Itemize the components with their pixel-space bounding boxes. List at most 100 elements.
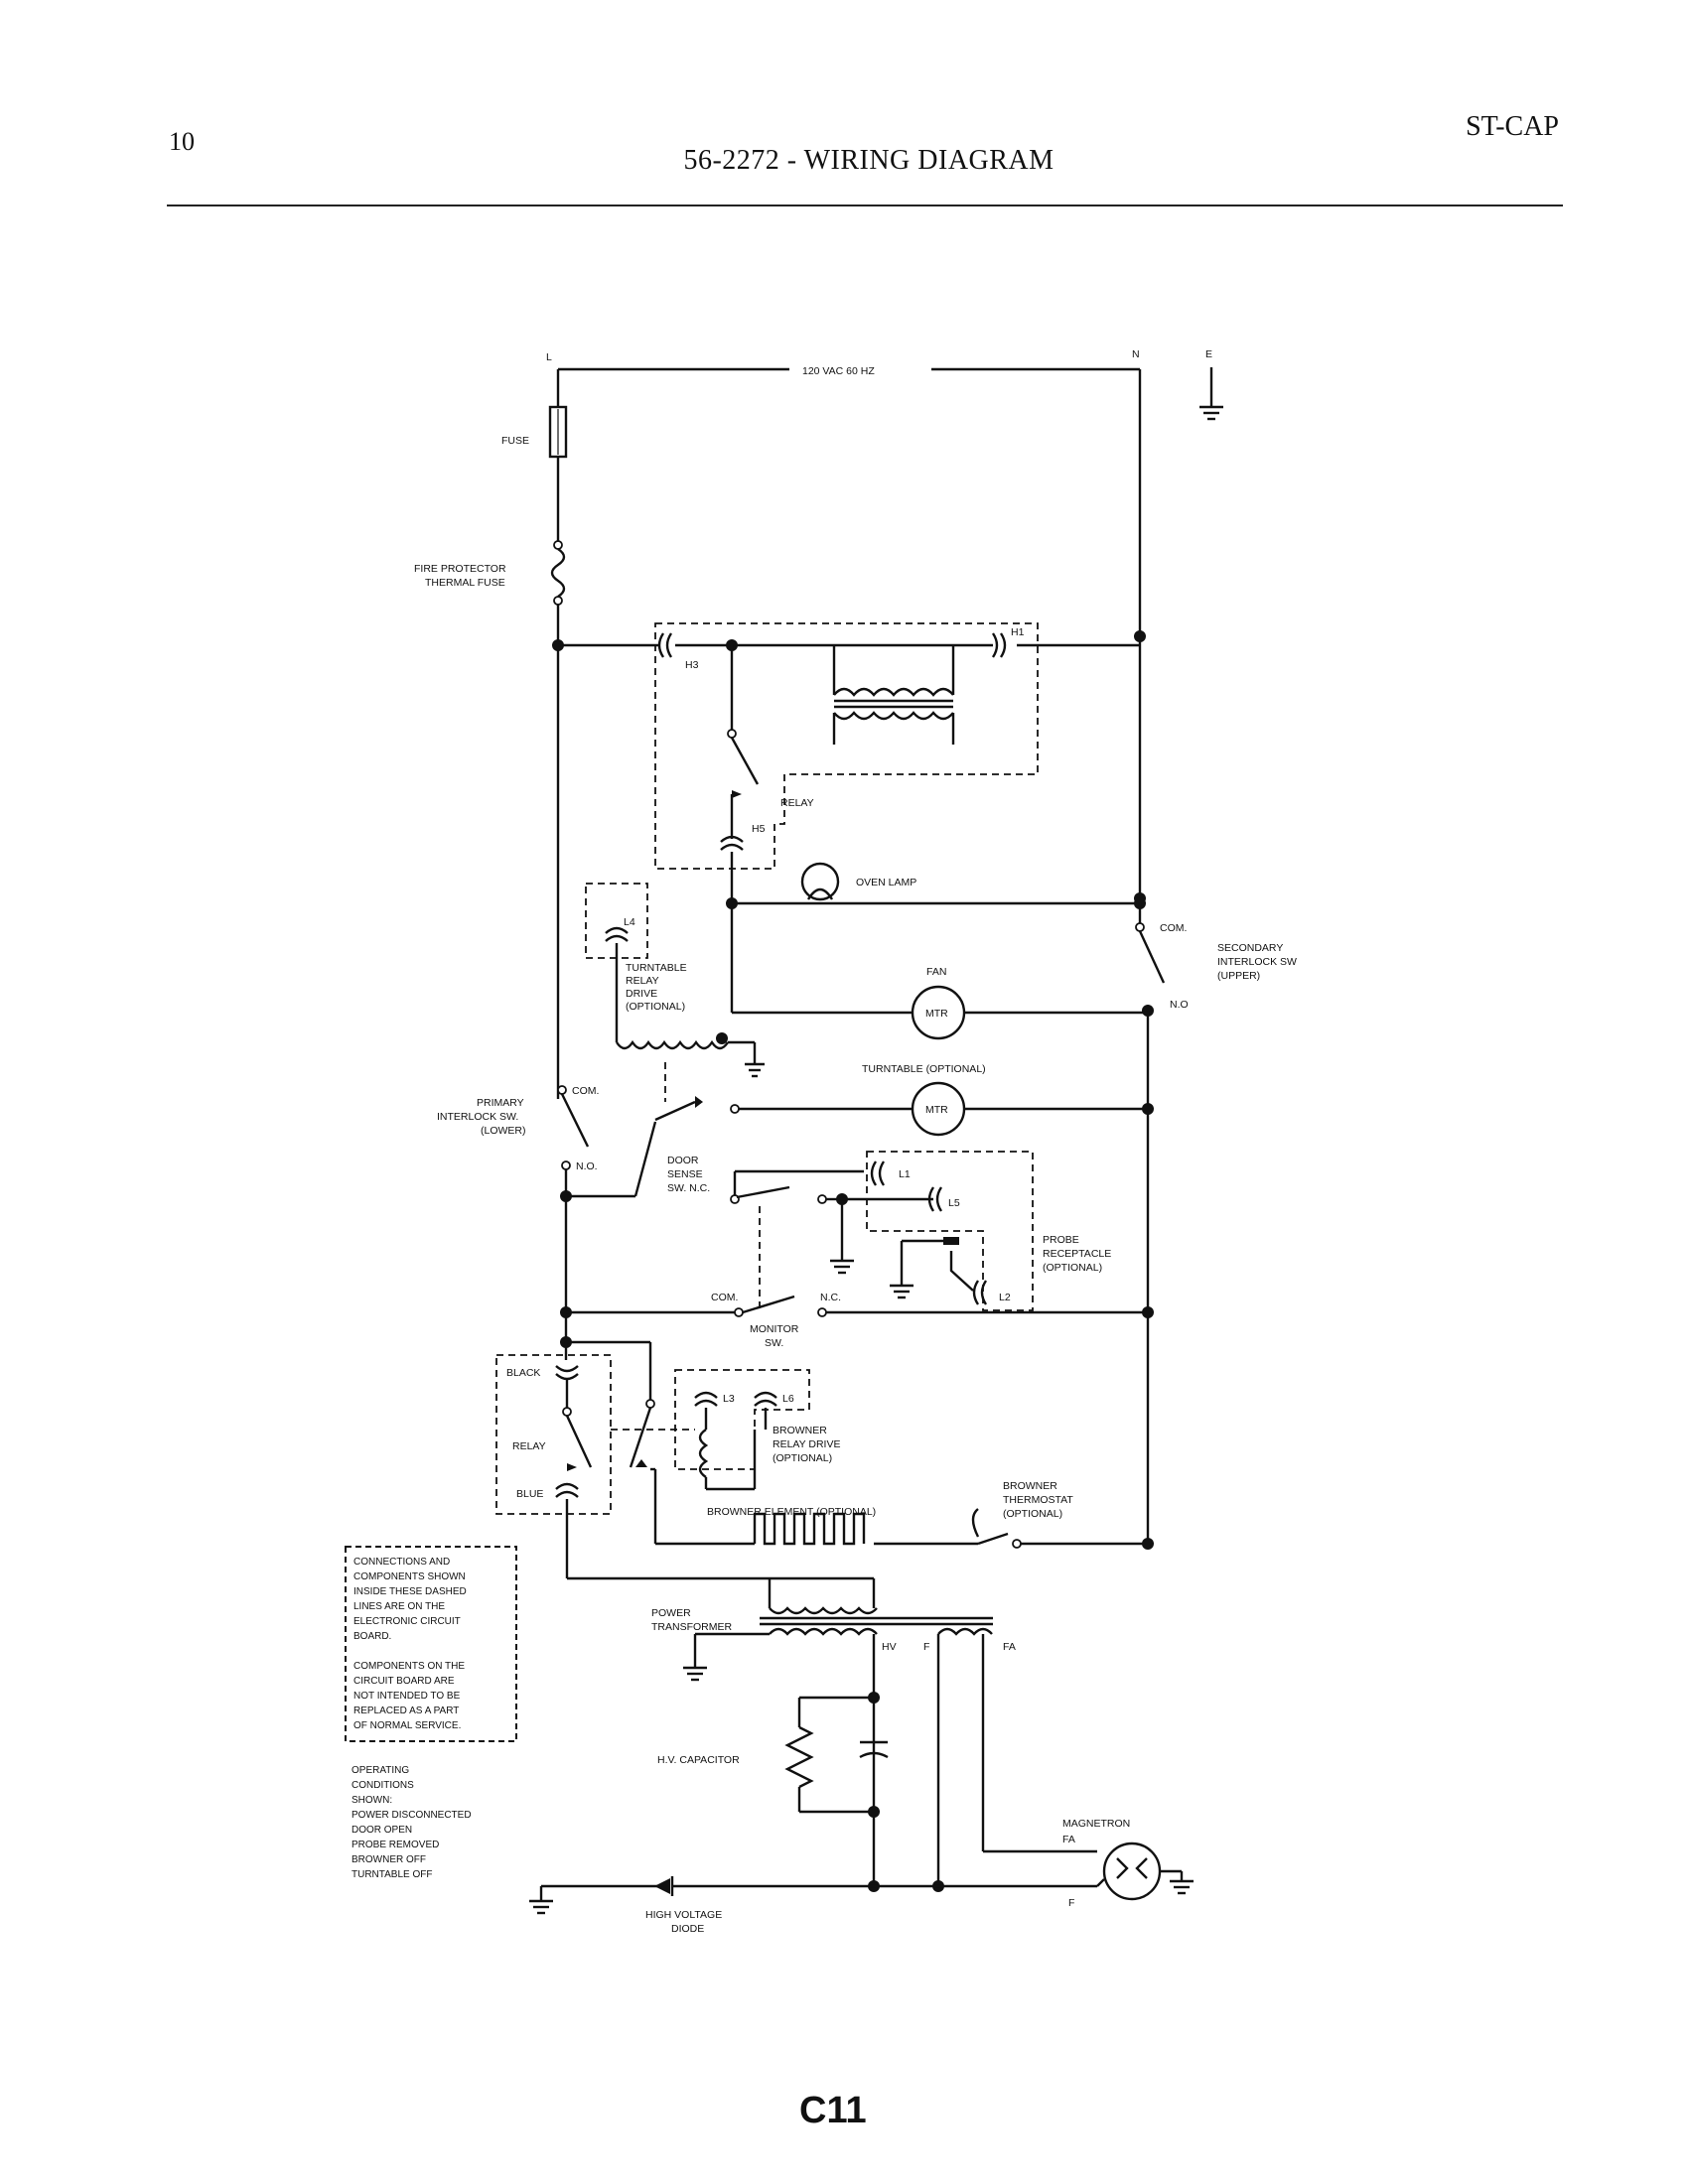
primary-label-2: INTERLOCK SW. bbox=[437, 1111, 518, 1123]
blue-label: BLUE bbox=[516, 1488, 543, 1500]
oven-lamp-icon bbox=[800, 862, 840, 901]
oven-lamp-label: OVEN LAMP bbox=[856, 877, 916, 888]
note-line: LINES ARE ON THE bbox=[353, 1601, 445, 1612]
door-label-1: DOOR bbox=[667, 1155, 699, 1166]
no-secondary-label: N.O bbox=[1170, 999, 1189, 1011]
l4-connector-icon bbox=[605, 926, 629, 942]
browner-element-icon bbox=[753, 1512, 866, 1546]
circuit-board-outline bbox=[654, 622, 1039, 870]
voltage-label: 120 VAC 60 HZ bbox=[802, 365, 875, 377]
power-transformer-filament-icon bbox=[937, 1627, 993, 1636]
h1-connector-icon bbox=[991, 632, 1007, 658]
l1-connector-icon bbox=[870, 1160, 886, 1186]
note-line: COMPONENTS ON THE bbox=[353, 1661, 465, 1672]
header-rule bbox=[167, 205, 1563, 206]
document-tag: ST-CAP bbox=[1466, 111, 1559, 142]
note-line: INSIDE THESE DASHED bbox=[353, 1586, 467, 1597]
com-monitor-label: COM. bbox=[711, 1292, 738, 1303]
page-number: 10 bbox=[169, 127, 195, 156]
operating-line: SHOWN: bbox=[352, 1795, 392, 1806]
black-connector-icon bbox=[555, 1365, 579, 1381]
turntable-mtr-label: MTR bbox=[925, 1104, 948, 1116]
browner-relay-board bbox=[674, 1369, 810, 1470]
note-line: NOT INTENDED TO BE bbox=[353, 1691, 461, 1702]
probe-label-3: (OPTIONAL) bbox=[1043, 1262, 1102, 1274]
h5-connector-icon bbox=[720, 835, 744, 851]
hv-label: HV bbox=[882, 1641, 897, 1653]
browner-relay-2: RELAY DRIVE bbox=[773, 1438, 840, 1450]
secondary-label-3: (UPPER) bbox=[1217, 970, 1260, 982]
turntable-opt-label: TURNTABLE (OPTIONAL) bbox=[862, 1063, 986, 1075]
power-label-1: POWER bbox=[651, 1607, 691, 1619]
turntable-relay-1: TURNTABLE bbox=[626, 962, 687, 974]
turntable-relay-4: (OPTIONAL) bbox=[626, 1001, 685, 1013]
hv-diode-icon bbox=[654, 1878, 670, 1894]
relay-top-label: RELAY bbox=[780, 797, 814, 809]
browner-thermo-2: THERMOSTAT bbox=[1003, 1494, 1073, 1506]
secondary-label-2: INTERLOCK SW bbox=[1217, 956, 1297, 968]
browner-element-label: BROWNER ELEMENT (OPTIONAL) bbox=[707, 1506, 876, 1518]
l6-label: L6 bbox=[782, 1393, 794, 1405]
bleeder-resistor-icon bbox=[784, 1725, 814, 1789]
fan-label: FAN bbox=[926, 966, 946, 978]
primary-label-1: PRIMARY bbox=[477, 1097, 524, 1109]
l5-connector-icon bbox=[927, 1186, 943, 1212]
monitor-switch-icon bbox=[742, 1295, 795, 1314]
browner-relay-3: (OPTIONAL) bbox=[773, 1452, 832, 1464]
probe-board-outline bbox=[866, 1151, 1034, 1311]
monitor-label-2: SW. bbox=[765, 1337, 783, 1349]
f-label: F bbox=[923, 1641, 929, 1653]
bottom-relay-switch-icon bbox=[565, 1415, 593, 1468]
fire-protector-label: FIRE PROTECTOR bbox=[414, 563, 506, 575]
note-line: CIRCUIT BOARD ARE bbox=[353, 1676, 455, 1687]
door-sense-switch-icon bbox=[736, 1185, 790, 1199]
fa-label: FA bbox=[1003, 1641, 1016, 1653]
magnetron-icon bbox=[1102, 1842, 1162, 1901]
fan-motor-icon bbox=[911, 985, 966, 1040]
browner-thermo-3: (OPTIONAL) bbox=[1003, 1508, 1062, 1520]
fan-mtr-label: MTR bbox=[925, 1008, 948, 1020]
browner-thermostat-icon bbox=[971, 1508, 980, 1538]
turntable-relay-2: RELAY bbox=[626, 975, 659, 987]
door-label-2: SENSE bbox=[667, 1168, 703, 1180]
operating-line: OPERATING bbox=[352, 1765, 409, 1776]
power-transformer-hv-icon bbox=[769, 1627, 878, 1636]
thermal-fuse-icon bbox=[550, 548, 566, 598]
turntable-relay-coil-icon bbox=[616, 1039, 729, 1050]
relay-bottom-label: RELAY bbox=[512, 1440, 546, 1452]
secondary-interlock-switch-icon bbox=[1138, 930, 1166, 984]
no-primary-label: N.O. bbox=[576, 1160, 598, 1172]
l2-label: L2 bbox=[999, 1292, 1011, 1303]
l2-connector-icon bbox=[972, 1280, 988, 1305]
probe-label-2: RECEPTACLE bbox=[1043, 1248, 1111, 1260]
com-primary-label: COM. bbox=[572, 1085, 599, 1097]
h5-label: H5 bbox=[752, 823, 766, 835]
magnetron-label: MAGNETRON bbox=[1062, 1818, 1130, 1830]
l3-label: L3 bbox=[723, 1393, 735, 1405]
probe-jack-icon bbox=[943, 1237, 959, 1245]
operating-line: PROBE REMOVED bbox=[352, 1840, 439, 1850]
note-line: OF NORMAL SERVICE. bbox=[353, 1720, 461, 1731]
neutral-label: N bbox=[1132, 348, 1140, 360]
hv-capacitor-label: H.V. CAPACITOR bbox=[657, 1754, 740, 1766]
operating-line: POWER DISCONNECTED bbox=[352, 1810, 472, 1821]
note-box bbox=[345, 1546, 517, 1742]
l1-label: L1 bbox=[899, 1168, 911, 1180]
turntable-relay-3: DRIVE bbox=[626, 988, 657, 1000]
f-mag-label: F bbox=[1068, 1897, 1074, 1909]
com-secondary-label: COM. bbox=[1160, 922, 1187, 934]
primary-label-3: (LOWER) bbox=[481, 1125, 526, 1137]
monitor-label-1: MONITOR bbox=[750, 1323, 799, 1335]
footer-code: C11 bbox=[799, 2090, 867, 2131]
supply-line: L N E 120 VAC 60 HZ bbox=[546, 348, 1223, 421]
line-label: L bbox=[546, 351, 552, 363]
hv-diode-label-1: HIGH VOLTAGE bbox=[645, 1909, 722, 1921]
power-label-2: TRANSFORMER bbox=[651, 1621, 733, 1633]
fa-mag-label: FA bbox=[1062, 1834, 1075, 1845]
turntable-motor-icon bbox=[911, 1081, 966, 1137]
bottom-relay-board bbox=[495, 1354, 612, 1515]
turntable-relay-board bbox=[585, 883, 648, 959]
thermal-fuse-label: THERMAL FUSE bbox=[425, 577, 505, 589]
